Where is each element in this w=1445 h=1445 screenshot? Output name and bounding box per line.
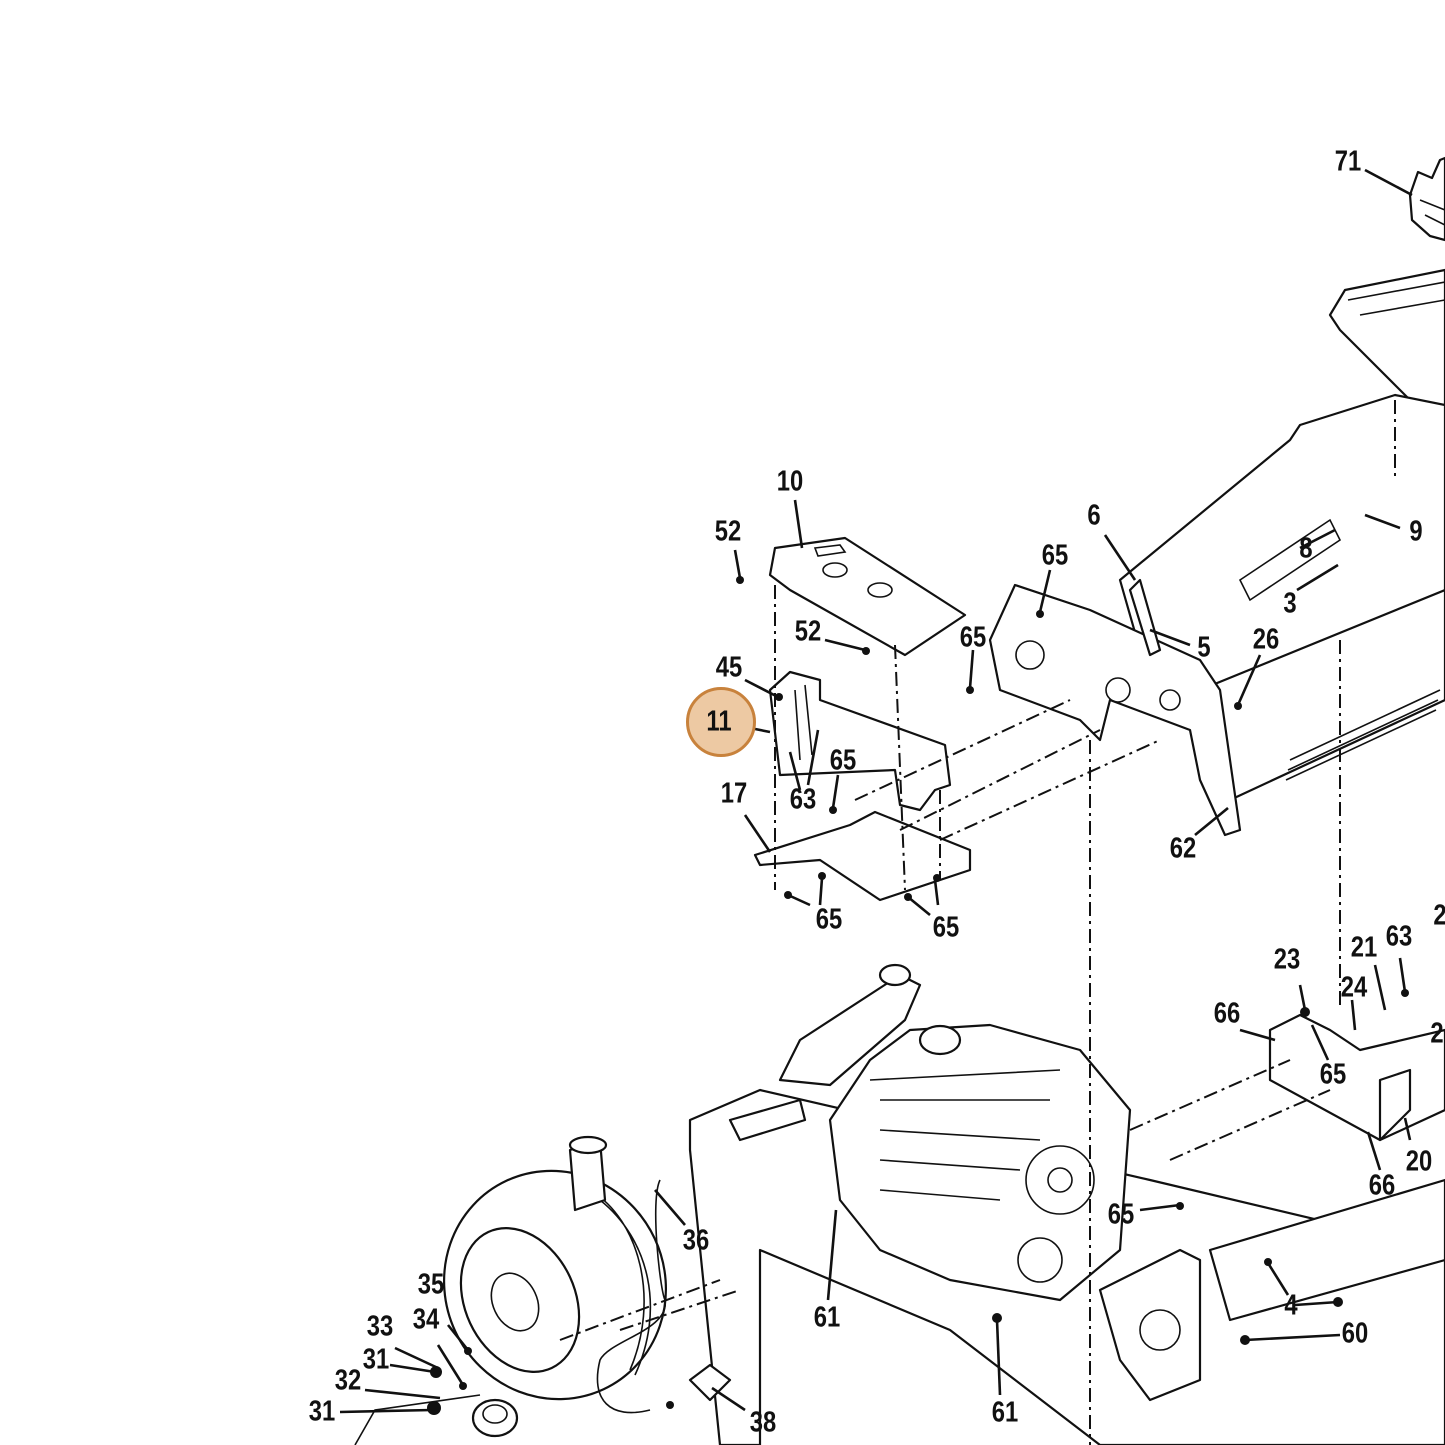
callout-2[interactable]: 2 [1433, 901, 1445, 931]
callout-11-highlight [686, 687, 756, 757]
callout-31[interactable]: 31 [308, 1395, 336, 1428]
callout-65[interactable]: 65 [815, 903, 843, 936]
callout-5[interactable]: 5 [1197, 631, 1211, 664]
fasteners [427, 576, 1409, 1415]
callout-71[interactable]: 71 [1334, 145, 1362, 178]
callout-6[interactable]: 6 [1087, 499, 1101, 532]
console-tray-part [1328, 268, 1445, 422]
callout-11[interactable]: 11 [706, 705, 732, 738]
floor-plate-part [753, 810, 972, 902]
leader-lines [339, 168, 1413, 1414]
callout-23[interactable]: 23 [1273, 943, 1301, 976]
callout-17[interactable]: 17 [720, 777, 748, 810]
callout-52[interactable]: 52 [714, 515, 742, 548]
callout-32[interactable]: 32 [334, 1364, 362, 1397]
callout-4[interactable]: 4 [1284, 1289, 1298, 1322]
seat-bracket-part [1408, 156, 1445, 242]
callout-38[interactable]: 38 [749, 1406, 777, 1439]
callout-33[interactable]: 33 [366, 1310, 394, 1343]
mount-bracket-part [1268, 1013, 1445, 1142]
callout-65[interactable]: 65 [1041, 539, 1069, 572]
callout-63[interactable]: 63 [789, 783, 817, 816]
rear-tire-part [442, 1135, 668, 1401]
callout-24[interactable]: 24 [1340, 971, 1368, 1004]
callout-61[interactable]: 61 [991, 1396, 1019, 1429]
support-bracket-part [768, 670, 952, 812]
callout-60[interactable]: 60 [1341, 1317, 1369, 1350]
callout-34[interactable]: 34 [412, 1303, 440, 1336]
callout-65[interactable]: 65 [1319, 1058, 1347, 1091]
callout-10[interactable]: 10 [776, 465, 804, 498]
callout-31[interactable]: 31 [362, 1343, 390, 1376]
callout-21[interactable]: 21 [1350, 931, 1378, 964]
callout-65[interactable]: 65 [932, 911, 960, 944]
callout-62[interactable]: 62 [1169, 832, 1197, 865]
firewall-panel-part [988, 578, 1242, 837]
muffler-part [728, 963, 922, 1142]
callout-2[interactable]: 2 [1430, 1017, 1444, 1050]
fuel-line-part [596, 1179, 732, 1414]
dash-panel-part [768, 536, 967, 657]
callout-66[interactable]: 66 [1213, 997, 1241, 1030]
assembly-lines [559, 400, 1396, 1445]
callout-26[interactable]: 26 [1252, 623, 1280, 656]
callout-36[interactable]: 36 [682, 1224, 710, 1257]
callout-66[interactable]: 66 [1368, 1169, 1396, 1202]
callout-20[interactable]: 20 [1405, 1145, 1433, 1178]
engine-part [828, 1023, 1132, 1302]
callout-52[interactable]: 52 [794, 615, 822, 648]
callout-3[interactable]: 3 [1283, 587, 1297, 620]
callout-9[interactable]: 9 [1409, 515, 1423, 548]
callout-8[interactable]: 8 [1299, 532, 1313, 565]
callout-61[interactable]: 61 [813, 1301, 841, 1334]
callout-65[interactable]: 65 [1107, 1198, 1135, 1231]
callout-45[interactable]: 45 [715, 651, 743, 684]
callout-65[interactable]: 65 [959, 621, 987, 654]
callout-63[interactable]: 63 [1385, 920, 1413, 953]
callout-65[interactable]: 65 [829, 744, 857, 777]
callout-35[interactable]: 35 [417, 1268, 445, 1301]
